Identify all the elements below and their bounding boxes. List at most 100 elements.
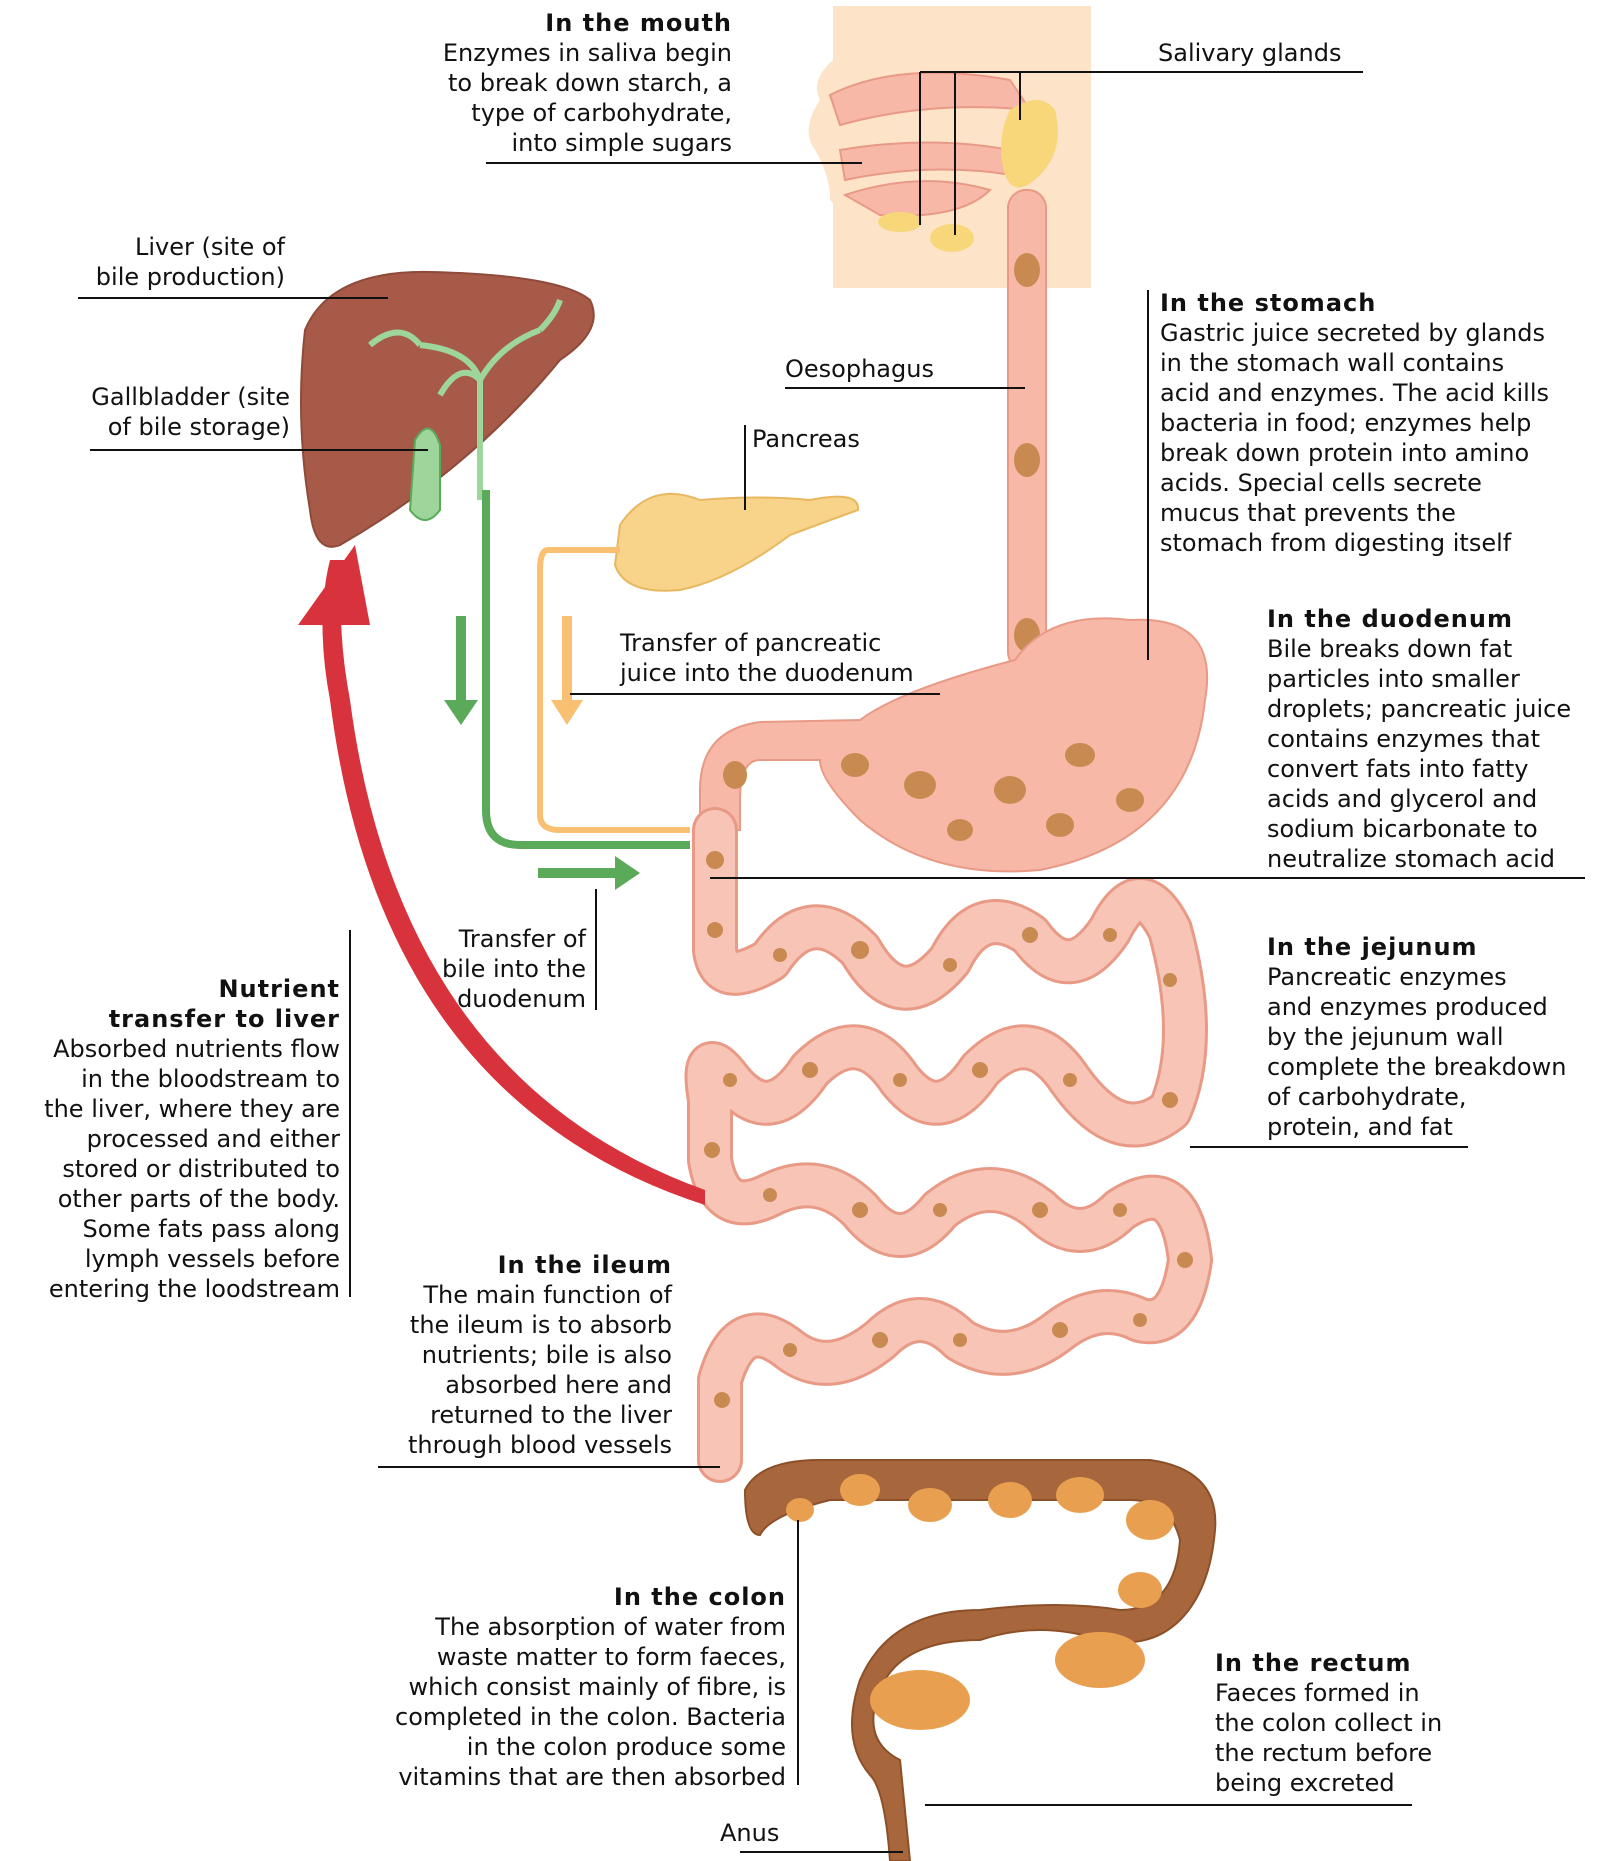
jejunum-line: Pancreatic enzymes [1267, 962, 1566, 992]
pancreas [615, 494, 858, 591]
jejunum-label: In the jejunum Pancreatic enzymes and en… [1267, 932, 1566, 1142]
stomach-label: In the stomach Gastric juice secreted by… [1160, 288, 1549, 558]
colon-faeces [786, 1474, 1174, 1730]
duodenum-line: particles into smaller [1267, 664, 1571, 694]
pancreas-label: Pancreas [752, 424, 860, 454]
rectum-line: being excreted [1215, 1768, 1442, 1798]
bile-transfer-line: duodenum [400, 984, 586, 1014]
nutrient-line: entering the loodstream [6, 1274, 340, 1304]
food-bolus [1014, 253, 1040, 287]
anus-line: Anus [720, 1818, 779, 1848]
jejunum-line: complete the breakdown [1267, 1052, 1566, 1082]
nutrient-title: Nutrient [6, 974, 340, 1004]
nutrient-transfer-label: Nutrient transfer to liver Absorbed nutr… [6, 974, 340, 1304]
colon-line: which consist mainly of fibre, is [330, 1672, 786, 1702]
gallbladder-label: Gallbladder (site of bile storage) [40, 382, 290, 442]
ileum-title: In the ileum [340, 1250, 672, 1280]
liver-line: bile production) [40, 262, 285, 292]
mouth-line: to break down starch, a [380, 68, 732, 98]
pancreas-line: Pancreas [752, 424, 860, 454]
liver-label: Liver (site of bile production) [40, 232, 285, 292]
bile-down-arrow [444, 616, 478, 725]
oesophagus-label: Oesophagus [785, 354, 934, 384]
nutrient-line: other parts of the body. [6, 1184, 340, 1214]
stomach-line: mucus that prevents the [1160, 498, 1549, 528]
salivary-glands-label: Salivary glands [1158, 38, 1341, 68]
ileum-label: In the ileum The main function of the il… [340, 1250, 672, 1460]
stomach-line: acids. Special cells secrete [1160, 468, 1549, 498]
nutrient-blood-arrowhead [298, 545, 370, 625]
ileum-line: returned to the liver [340, 1400, 672, 1430]
gallbladder-line: Gallbladder (site [40, 382, 290, 412]
ileum-line: through blood vessels [340, 1430, 672, 1460]
colon-line: waste matter to form faeces, [330, 1642, 786, 1672]
stomach-line: bacteria in food; enzymes help [1160, 408, 1549, 438]
mouth-line: into simple sugars [380, 128, 732, 158]
ileum-line: nutrients; bile is also [340, 1340, 672, 1370]
anus-label: Anus [720, 1818, 779, 1848]
nutrient-line: Some fats pass along [6, 1214, 340, 1244]
gallbladder [410, 429, 440, 520]
colon-line: The absorption of water from [330, 1612, 786, 1642]
colon-label: In the colon The absorption of water fro… [330, 1582, 786, 1792]
pancreatic-transfer-label: Transfer of pancreatic juice into the du… [620, 628, 914, 688]
duodenum-title: In the duodenum [1267, 604, 1571, 634]
food-bolus [1014, 443, 1040, 477]
salivary-glands-line: Salivary glands [1158, 38, 1341, 68]
colon-line: vitamins that are then absorbed [330, 1762, 786, 1792]
oesophagus-line: Oesophagus [785, 354, 934, 384]
mouth-line: Enzymes in saliva begin [380, 38, 732, 68]
duodenum-line: sodium bicarbonate to [1267, 814, 1571, 844]
ileum-line: The main function of [340, 1280, 672, 1310]
duodenum-line: Bile breaks down fat [1267, 634, 1571, 664]
rectum-line: Faeces formed in [1215, 1678, 1442, 1708]
colon-line: in the colon produce some [330, 1732, 786, 1762]
bile-transfer-line: bile into the [400, 954, 586, 984]
duodenum-line: neutralize stomach acid [1267, 844, 1571, 874]
stomach-line: Gastric juice secreted by glands [1160, 318, 1549, 348]
nutrient-line: in the bloodstream to [6, 1064, 340, 1094]
bile-transfer-line: Transfer of [400, 924, 586, 954]
jejunum-line: protein, and fat [1267, 1112, 1566, 1142]
stomach-line: break down protein into amino [1160, 438, 1549, 468]
nutrient-line: the liver, where they are [6, 1094, 340, 1124]
mouth-label: In the mouth Enzymes in saliva begin to … [380, 8, 732, 158]
jejunum-line: by the jejunum wall [1267, 1022, 1566, 1052]
jejunum-title: In the jejunum [1267, 932, 1566, 962]
colon-line: completed in the colon. Bacteria [330, 1702, 786, 1732]
mouth-line: type of carbohydrate, [380, 98, 732, 128]
bile-right-arrow [538, 856, 640, 890]
rectum-title: In the rectum [1215, 1648, 1442, 1678]
nutrient-title: transfer to liver [6, 1004, 340, 1034]
gallbladder-line: of bile storage) [40, 412, 290, 442]
liver [301, 272, 594, 547]
liver-line: Liver (site of [40, 232, 285, 262]
bile-transfer-label: Transfer of bile into the duodenum [400, 924, 586, 1014]
ileum-line: the ileum is to absorb [340, 1310, 672, 1340]
nutrient-line: processed and either [6, 1124, 340, 1154]
pancreatic-transfer-line: juice into the duodenum [620, 658, 914, 688]
duodenum-line: droplets; pancreatic juice [1267, 694, 1571, 724]
rectum-line: the colon collect in [1215, 1708, 1442, 1738]
ileum-line: absorbed here and [340, 1370, 672, 1400]
mouth-title: In the mouth [380, 8, 732, 38]
stomach-title: In the stomach [1160, 288, 1549, 318]
duodenum-label: In the duodenum Bile breaks down fat par… [1267, 604, 1571, 874]
rectum-line: the rectum before [1215, 1738, 1442, 1768]
duodenum-line: contains enzymes that [1267, 724, 1571, 754]
colon-title: In the colon [330, 1582, 786, 1612]
sublingual-gland [878, 212, 922, 232]
pancreatic-down-arrow [551, 616, 583, 725]
nutrient-line: lymph vessels before [6, 1244, 340, 1274]
jejunum-line: and enzymes produced [1267, 992, 1566, 1022]
nutrient-line: stored or distributed to [6, 1154, 340, 1184]
stomach-line: acid and enzymes. The acid kills [1160, 378, 1549, 408]
jejunum-line: of carbohydrate, [1267, 1082, 1566, 1112]
duodenum-line: convert fats into fatty [1267, 754, 1571, 784]
stomach-line: stomach from digesting itself [1160, 528, 1549, 558]
stomach-line: in the stomach wall contains [1160, 348, 1549, 378]
nutrient-line: Absorbed nutrients flow [6, 1034, 340, 1064]
duodenum-line: acids and glycerol and [1267, 784, 1571, 814]
rectum-label: In the rectum Faeces formed in the colon… [1215, 1648, 1442, 1798]
submandibular-gland [930, 224, 974, 252]
